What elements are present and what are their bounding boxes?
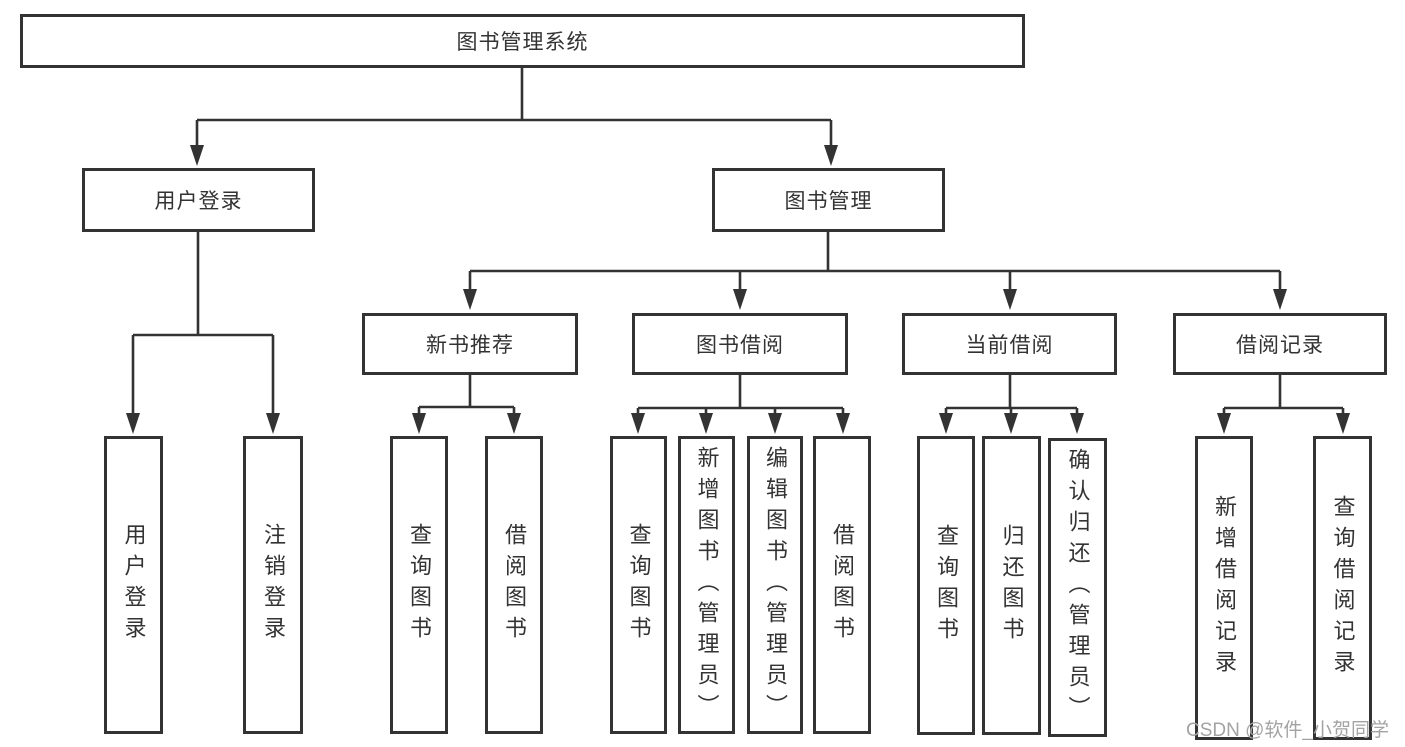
arrow-down-icon (507, 413, 521, 434)
arrow-down-icon (412, 413, 426, 434)
node-label: 图书管理 (784, 190, 873, 213)
connector-borrowrecord-children (1222, 375, 1345, 418)
node-label: 注销登录 (261, 523, 286, 647)
node-user-login: 用户登录 (82, 168, 315, 232)
node-do-user-login: 用户登录 (104, 436, 163, 734)
node-br-query-record: 查询借阅记录 (1313, 436, 1372, 740)
arrow-down-icon (631, 413, 645, 434)
node-bb-query-books: 查询图书 (610, 436, 667, 734)
node-bb-borrow-books: 借阅图书 (813, 436, 871, 734)
node-rec-borrow-books: 借阅图书 (485, 436, 543, 734)
connector-root-drop (195, 68, 833, 150)
node-br-add-record: 新增借阅记录 (1195, 436, 1253, 740)
node-bb-edit-books-admin: 编辑图书（管理员） (747, 436, 803, 734)
node-label: 归还图书 (999, 523, 1025, 648)
arrow-down-icon (1070, 413, 1084, 434)
node-new-book-recommend: 新书推荐 (362, 313, 578, 375)
node-label: 查询图书 (407, 523, 432, 647)
node-label: 确认归还（管理员） (1065, 448, 1091, 727)
node-label: 图书管理系统 (456, 31, 589, 54)
node-library-system: 图书管理系统 (20, 14, 1025, 68)
node-cb-confirm-return-admin: 确认归还（管理员） (1048, 438, 1107, 737)
node-label: 新增图书（管理员） (694, 445, 720, 725)
node-label: 查询图书 (626, 523, 652, 647)
node-label: 用户登录 (121, 523, 147, 647)
node-cb-return-books: 归还图书 (982, 436, 1041, 735)
arrow-down-icon (824, 145, 838, 166)
csdn-watermark: CSDN @软件_小贺同学 (1186, 720, 1389, 741)
node-label: 用户登录 (154, 190, 243, 213)
node-cb-query-books: 查询图书 (917, 436, 975, 735)
node-label: 编辑图书（管理员） (763, 445, 788, 725)
connector-bookmgmt-children (468, 232, 1282, 294)
node-rec-query-books: 查询图书 (390, 436, 448, 734)
node-borrow-records: 借阅记录 (1173, 313, 1387, 375)
arrow-down-icon (836, 413, 850, 434)
arrow-down-icon (768, 413, 782, 434)
node-label: 新增借阅记录 (1212, 495, 1237, 681)
arrow-down-icon (1217, 413, 1231, 434)
node-label: 新书推荐 (426, 334, 514, 357)
node-label: 借阅图书 (502, 523, 527, 647)
node-label: 图书借阅 (696, 334, 784, 357)
connector-currentborrow-children (944, 375, 1079, 418)
connector-bookborrow-children (636, 375, 845, 418)
node-bb-add-books-admin: 新增图书（管理员） (678, 436, 735, 734)
node-book-borrowing: 图书借阅 (632, 313, 848, 375)
connector-userlogin-children (131, 232, 275, 418)
arrow-down-icon (463, 289, 477, 310)
connector-newbookrec-children (417, 375, 516, 418)
node-current-borrowing: 当前借阅 (902, 313, 1117, 375)
node-label: 查询图书 (934, 523, 959, 648)
node-label: 当前借阅 (965, 334, 1054, 357)
arrow-down-icon (266, 413, 280, 434)
node-label: 借阅记录 (1236, 334, 1324, 357)
arrow-down-icon (939, 413, 953, 434)
arrow-down-icon (699, 413, 713, 434)
arrow-down-icon (733, 289, 747, 310)
node-book-management: 图书管理 (712, 168, 945, 232)
node-label: 借阅图书 (830, 523, 855, 647)
arrow-down-icon (126, 413, 140, 434)
arrow-down-icon (1273, 289, 1287, 310)
arrow-down-icon (1003, 289, 1017, 310)
arrow-down-icon (1336, 413, 1350, 434)
arrow-down-icon (1004, 413, 1018, 434)
node-label: 查询借阅记录 (1330, 495, 1356, 681)
node-logout: 注销登录 (243, 436, 303, 734)
arrow-down-icon (190, 145, 204, 166)
